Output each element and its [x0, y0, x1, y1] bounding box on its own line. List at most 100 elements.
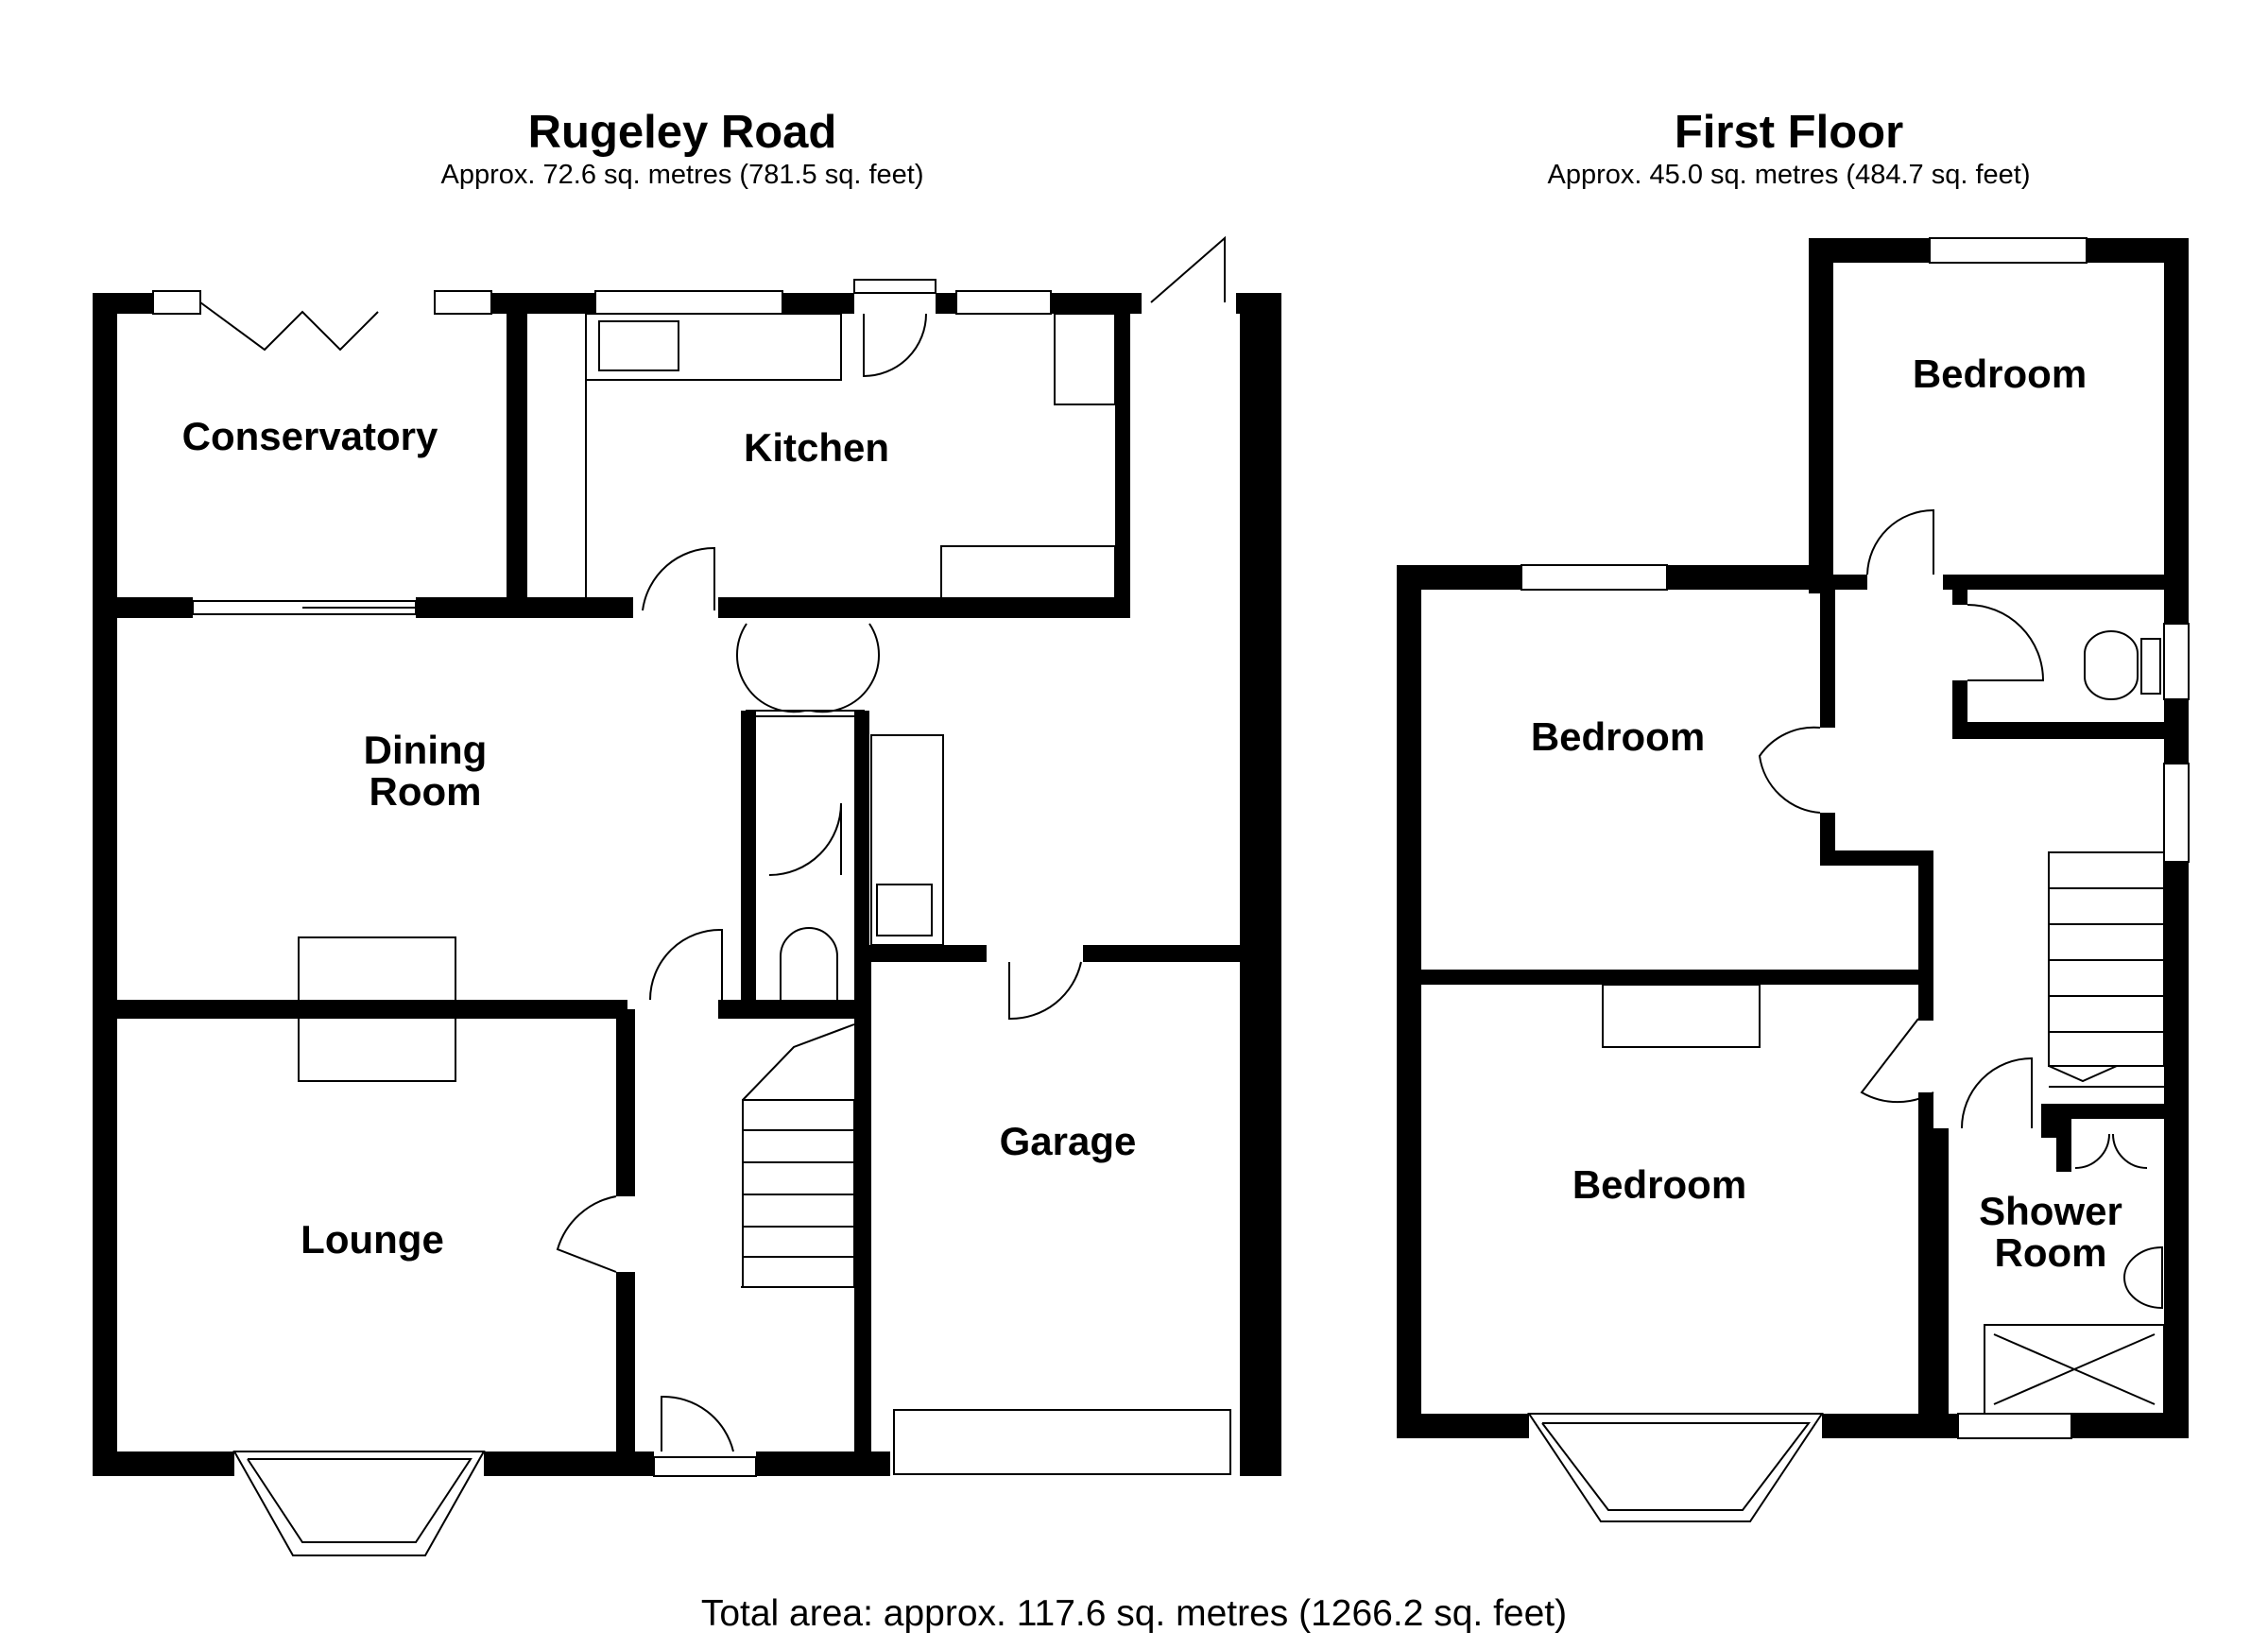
door-swing: [642, 546, 715, 611]
kitchen-label: Kitchen: [744, 425, 889, 470]
wall: [936, 293, 956, 314]
window: [2163, 763, 2190, 863]
wall: [2056, 1104, 2071, 1172]
wall: [1051, 293, 1142, 314]
wall: [1820, 850, 1933, 866]
door-swing: [1150, 235, 1226, 303]
wall: [1833, 575, 1867, 590]
basin: [2123, 1245, 2163, 1310]
kitchen-unit: [1054, 313, 1116, 405]
total-area: Total area: approx. 117.6 sq. metres (12…: [701, 1593, 1567, 1634]
wall: [854, 945, 987, 962]
door-swing: [1961, 1056, 2033, 1129]
toilet-cistern: [2140, 638, 2161, 695]
door-swing: [863, 313, 927, 378]
lounge-label: Lounge: [301, 1217, 444, 1262]
front-door-step: [653, 1456, 757, 1477]
bedroom-bottom-label: Bedroom: [1572, 1162, 1746, 1207]
wall: [782, 293, 854, 314]
wall: [1918, 970, 1933, 1019]
window: [152, 290, 201, 315]
toilet: [2084, 630, 2139, 700]
first-floor-area: Approx. 45.0 sq. metres (484.7 sq. feet): [1548, 160, 2031, 190]
wall: [1943, 575, 2170, 590]
utility-sink: [876, 884, 933, 936]
wall: [718, 597, 1130, 618]
wall: [117, 1000, 627, 1019]
fireplace: [298, 936, 456, 1082]
wall: [507, 314, 527, 610]
shower-room-label-line2: Room: [1995, 1230, 2107, 1275]
wall: [1240, 293, 1281, 1476]
kitchen-counter: [585, 313, 842, 381]
chimney-breast: [1602, 984, 1761, 1048]
first-floor-title: First Floor: [1675, 107, 1903, 158]
wall: [1918, 1092, 1933, 1414]
wall: [1240, 1451, 1281, 1476]
front-door: [661, 1395, 734, 1452]
staircase: [741, 1023, 855, 1288]
wall: [1820, 590, 1835, 728]
garage-label: Garage: [1000, 1119, 1137, 1163]
wall: [616, 1272, 635, 1476]
wall: [616, 1009, 635, 1196]
wall: [117, 597, 193, 618]
door-swing: [556, 1195, 617, 1273]
bay-window: [1527, 1413, 1824, 1522]
wall: [1083, 945, 1281, 962]
window: [434, 290, 492, 315]
wall: [93, 1451, 234, 1476]
garage-door: [893, 1409, 1231, 1475]
ground-floor-plan: Conservatory Kitchen Dining Room Lounge …: [93, 235, 1281, 1556]
window: [1521, 564, 1668, 591]
window: [1957, 1413, 2072, 1439]
bedroom-top-label: Bedroom: [1913, 352, 2087, 396]
window: [2163, 623, 2190, 700]
bedroom-middle-label: Bedroom: [1531, 714, 1705, 759]
wall: [93, 293, 117, 1476]
window: [594, 290, 783, 315]
door-frame: [853, 279, 936, 294]
wall: [854, 945, 871, 1476]
kitchen-unit: [940, 545, 1116, 600]
bay-window: [232, 1451, 486, 1556]
bifold-door: [199, 301, 379, 352]
kitchen-sink: [598, 320, 679, 371]
window: [1929, 237, 2088, 264]
wall: [1809, 238, 1833, 593]
dining-room-label-line1: Dining: [364, 728, 488, 772]
door-swing: [1008, 961, 1082, 1021]
toilet: [780, 927, 838, 1002]
ground-floor-area: Approx. 72.6 sq. metres (781.5 sq. feet): [441, 160, 924, 190]
wall: [1421, 970, 1933, 985]
ground-floor-title: Rugeley Road: [528, 107, 837, 158]
toilet-cistern: [770, 1001, 848, 1010]
door-swing: [768, 802, 842, 876]
door-swing: [1866, 508, 1934, 575]
staircase: [2048, 851, 2165, 1088]
window: [955, 290, 1052, 315]
wall: [1115, 314, 1130, 618]
wall: [1397, 565, 1421, 1438]
wall: [1952, 582, 1967, 605]
wall: [854, 711, 869, 1009]
wall: [1820, 813, 1835, 860]
wall: [2041, 1104, 2056, 1138]
wall: [1933, 1128, 1949, 1414]
cupboard-doors: [2074, 1133, 2148, 1169]
door-swing: [1967, 604, 2045, 681]
wall: [491, 293, 595, 314]
door-swing: [1860, 1018, 1934, 1104]
wall: [1952, 722, 2170, 739]
door-swing: [1758, 726, 1821, 814]
wall: [416, 597, 633, 618]
shower-tray: [1984, 1324, 2165, 1415]
dining-room-label-line2: Room: [369, 769, 482, 814]
wall: [2056, 1104, 2170, 1119]
door-swing: [649, 928, 723, 1001]
utility-counter: [870, 734, 944, 946]
wall: [2064, 1414, 2189, 1438]
shower-room-label-line1: Shower: [1979, 1189, 2122, 1233]
wall: [741, 711, 756, 1009]
